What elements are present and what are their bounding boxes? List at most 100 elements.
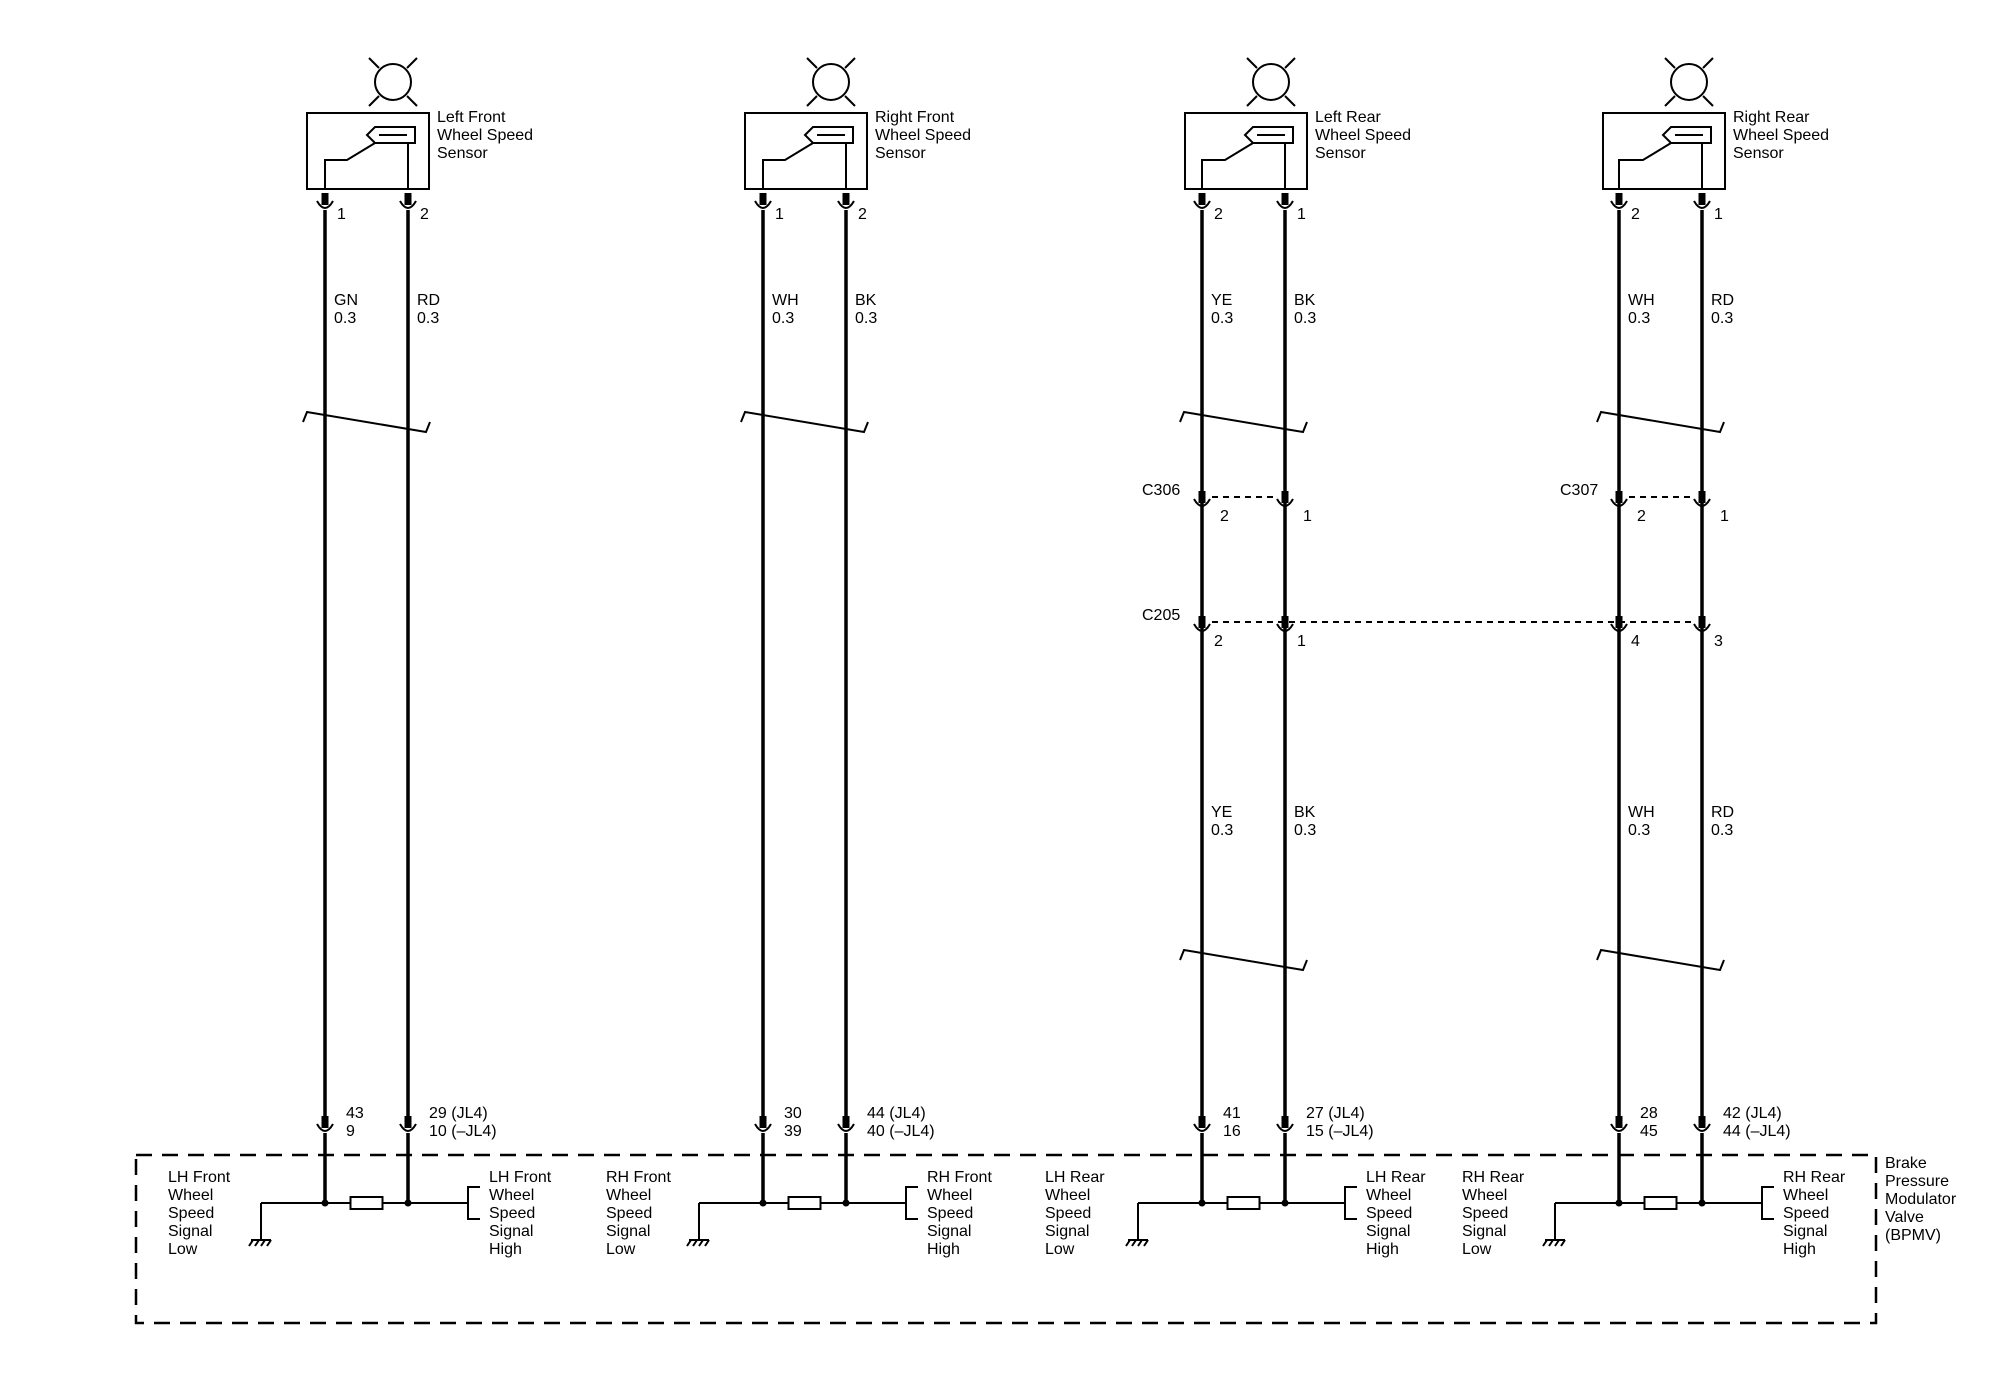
sensor-symbol-icon [1664, 57, 1714, 107]
module-name-line: Valve [1885, 1209, 1924, 1226]
sensor-symbol-icon [368, 57, 418, 107]
module-name-line: (BPMV) [1885, 1227, 1941, 1244]
sensor-element-icon [762, 126, 854, 189]
ground-hatch [1125, 1239, 1131, 1247]
ground-hatch [704, 1239, 710, 1247]
low-signal-label-line: LH Front [168, 1169, 231, 1186]
low-signal-label-line: Wheel [1045, 1187, 1090, 1204]
pin-stub [321, 193, 329, 205]
pin-terminal-icon [837, 1123, 855, 1132]
input-bracket [467, 1186, 480, 1220]
sensor-ray [1246, 95, 1258, 107]
module-pin-number: 9 [346, 1123, 355, 1140]
wire-size-label: 0.3 [1294, 822, 1316, 839]
pin-terminal-icon [1276, 498, 1294, 507]
pin-terminal-icon [837, 200, 855, 209]
low-signal-label-line: Low [606, 1241, 636, 1258]
sensor-name-line: Sensor [437, 145, 488, 162]
sensor-name-line: Wheel Speed [1733, 127, 1829, 144]
sensor-ray [1702, 95, 1714, 107]
pin-stub [404, 1116, 412, 1128]
pin-terminal-icon [1193, 498, 1211, 507]
high-signal-label-line: RH Rear [1783, 1169, 1846, 1186]
harness-break-icon [302, 410, 431, 434]
wire-size-label: 0.3 [1711, 822, 1733, 839]
module-pin-number: 40 (–JL4) [867, 1123, 935, 1140]
harness-break-icon [1596, 410, 1725, 434]
pin-stub [1281, 616, 1289, 628]
ground-hatch [248, 1239, 254, 1247]
high-signal-label-line: Speed [927, 1205, 973, 1222]
module-pin-number: 15 (–JL4) [1306, 1123, 1374, 1140]
high-signal-label-line: Signal [1366, 1223, 1410, 1240]
wire-color-label: YE [1211, 292, 1232, 309]
wire-color-label: RD [1711, 292, 1734, 309]
pin-stub [1198, 491, 1206, 503]
sensor-pin-number: 1 [1297, 206, 1306, 223]
low-signal-label-line: Signal [606, 1223, 650, 1240]
harness-break-icon [740, 410, 869, 434]
sensor-ray [844, 57, 856, 69]
ground-icon [686, 1239, 710, 1247]
low-signal-label-line: Speed [1462, 1205, 1508, 1222]
pin-terminal-icon [1193, 623, 1211, 632]
low-signal-label-line: Signal [168, 1223, 212, 1240]
pin-terminal-icon [1193, 1123, 1211, 1132]
high-signal-label-line: LH Rear [1366, 1169, 1426, 1186]
high-signal-label-line: High [1783, 1241, 1816, 1258]
low-signal-label-line: Wheel [168, 1187, 213, 1204]
low-signal-label-line: Signal [1462, 1223, 1506, 1240]
sensor-name-line: Left Front [437, 109, 506, 126]
wire-color-label: YE [1211, 804, 1232, 821]
connector-label: C307 [1560, 482, 1598, 499]
sensor-box [744, 112, 868, 190]
pin-stub [1698, 1116, 1706, 1128]
connector-pin-number: 1 [1297, 633, 1306, 650]
harness-break-icon [1179, 410, 1308, 434]
sensor-name-line: Wheel Speed [437, 127, 533, 144]
pin-stub [759, 193, 767, 205]
module-name-line: Pressure [1885, 1173, 1949, 1190]
wire-color-label: WH [1628, 292, 1655, 309]
module-pin-number: 30 [784, 1105, 802, 1122]
wire-size-label: 0.3 [1711, 310, 1733, 327]
module-boundary [134, 1153, 1878, 1325]
high-signal-label-line: Signal [489, 1223, 533, 1240]
pin-terminal-icon [316, 1123, 334, 1132]
sensor-ray [806, 95, 818, 107]
pin-stub [1281, 1116, 1289, 1128]
module-pin-number: 10 (–JL4) [429, 1123, 497, 1140]
sensor-name-line: Wheel Speed [875, 127, 971, 144]
input-bracket [1761, 1186, 1774, 1220]
pin-terminal-icon [1193, 200, 1211, 209]
pin-stub [842, 193, 850, 205]
low-signal-label-line: Low [1045, 1241, 1075, 1258]
module-pin-number: 44 (–JL4) [1723, 1123, 1791, 1140]
sensor-box [306, 112, 430, 190]
high-signal-label-line: High [927, 1241, 960, 1258]
ground-hatch [692, 1239, 698, 1247]
low-signal-label-line: Speed [1045, 1205, 1091, 1222]
high-signal-label-line: Speed [1783, 1205, 1829, 1222]
sensor-element-icon [1201, 126, 1294, 189]
sensor-box [1602, 112, 1726, 190]
harness-break-icon [1596, 948, 1725, 972]
wire-size-label: 0.3 [1294, 310, 1316, 327]
sensor-element-icon [324, 126, 416, 189]
wire-size-label: 0.3 [1628, 310, 1650, 327]
low-signal-label-line: Low [168, 1241, 198, 1258]
pin-terminal-icon [1610, 623, 1628, 632]
pin-terminal-icon [1693, 623, 1711, 632]
wire-color-label: BK [1294, 804, 1316, 821]
sensor-name-line: Left Rear [1315, 109, 1381, 126]
high-signal-label-line: Wheel [927, 1187, 972, 1204]
pin-terminal-icon [399, 1123, 417, 1132]
connector-pin-number: 2 [1637, 508, 1646, 525]
sensor-pin-number: 2 [420, 206, 429, 223]
sensor-box [1184, 112, 1308, 190]
wire-size-label: 0.3 [334, 310, 356, 327]
sensor-pin-number: 1 [337, 206, 346, 223]
